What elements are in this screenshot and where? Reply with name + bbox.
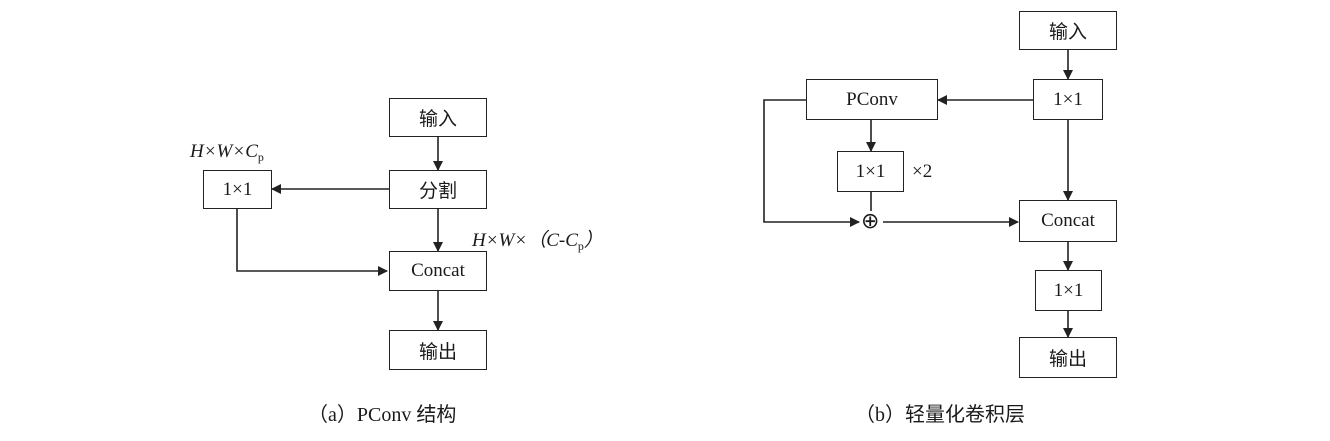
arrow-1x1-to-concat [236, 209, 388, 276]
a-output-box: 输出 [389, 330, 487, 370]
a-dim-right-prefix: H×W×（C-C [472, 230, 578, 251]
a-split-box: 分割 [389, 170, 487, 209]
arrow-bypass-to-add [763, 99, 860, 227]
b-output-box: 输出 [1019, 337, 1117, 378]
a-dim-top-prefix: H×W×C [190, 141, 258, 162]
a-conv1x1-box: 1×1 [203, 170, 272, 209]
a-dim-label-top: H×W×Cp [190, 141, 264, 165]
a-dim-right-sub: p [577, 239, 584, 253]
b-concat-box: Concat [1019, 200, 1117, 242]
b-pconv-box: PConv [806, 79, 938, 120]
b-caption: （b）轻量化卷积层 [855, 404, 1025, 426]
a-input-box: 输入 [389, 98, 487, 137]
b-add-symbol: ⊕ [861, 209, 880, 234]
b-repeat-label: ×2 [912, 161, 933, 182]
a-dim-right-suffix: ） [583, 230, 603, 251]
a-concat-box: Concat [389, 251, 487, 291]
a-dim-top-sub: p [257, 150, 264, 164]
b-input-box: 输入 [1019, 11, 1117, 50]
b-conv1x1-mid-box: 1×1 [837, 151, 904, 192]
b-conv1x1-bottom-box: 1×1 [1035, 270, 1102, 311]
b-conv1x1-top-box: 1×1 [1033, 79, 1103, 120]
a-dim-label-right: H×W×（C-Cp） [472, 225, 603, 254]
a-caption: （a）PConv 结构 [308, 404, 457, 426]
